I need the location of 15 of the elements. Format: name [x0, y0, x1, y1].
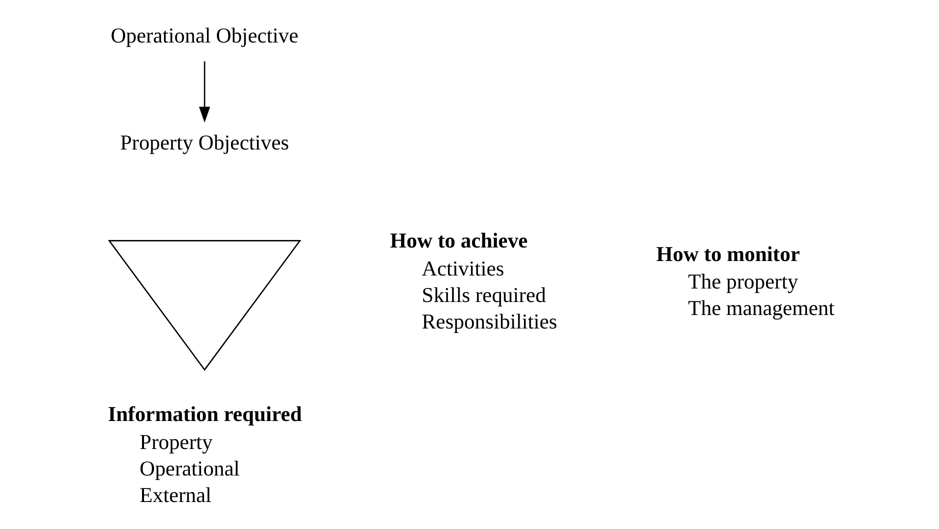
node-text: Operational Objective — [110, 23, 298, 48]
label: Information required — [108, 402, 302, 426]
label: How to achieve — [390, 228, 528, 253]
label: How to monitor — [656, 242, 800, 266]
label: Operational — [140, 456, 240, 481]
label: The management — [688, 296, 835, 320]
node-text: Property Objectives — [120, 130, 290, 155]
node-triangle — [108, 240, 302, 371]
label: Skills required — [422, 282, 546, 307]
label: The property — [688, 270, 798, 294]
label: Activities — [422, 256, 504, 280]
label: Responsibilities — [422, 309, 558, 334]
label: External — [140, 483, 212, 507]
arrow — [199, 61, 210, 123]
label: Property — [140, 430, 213, 454]
